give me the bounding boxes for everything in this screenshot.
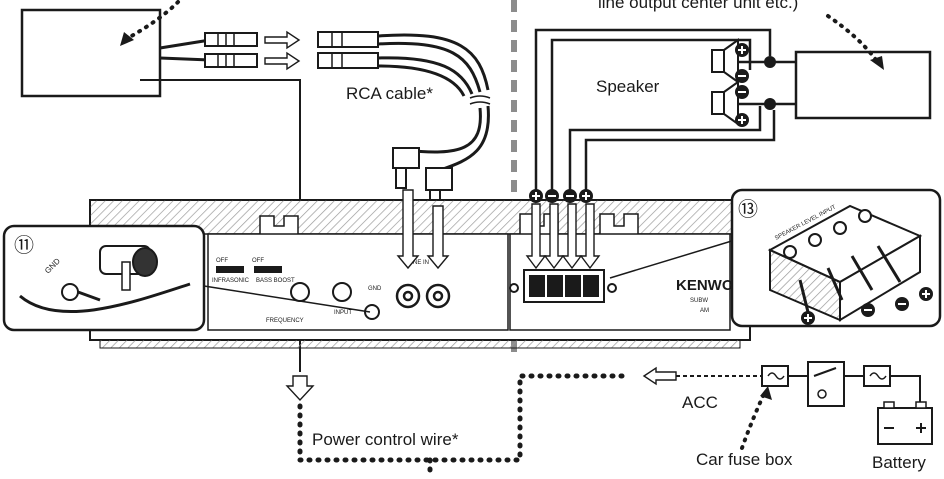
bass-boost-switch[interactable] — [254, 266, 282, 273]
power-control-wire-label: Power control wire* — [312, 430, 459, 449]
speaker-input-block[interactable] — [509, 269, 617, 303]
input-knob[interactable] — [332, 282, 352, 302]
top-right-caption: line output center unit etc.) — [598, 0, 798, 12]
fuse-symbol — [767, 372, 785, 380]
head-unit-box — [20, 8, 162, 98]
line-in-label: LINE IN — [408, 260, 429, 266]
minus-terminal-icon — [563, 189, 577, 203]
fuse-symbol-2 — [869, 372, 887, 380]
off-label-2: OFF — [252, 258, 264, 264]
battery-wire — [890, 375, 921, 404]
off-label-1: OFF — [216, 258, 228, 264]
speaker-wires — [534, 28, 796, 196]
bass-boost-label: BASS BOOST — [256, 278, 295, 284]
callout-13-panel — [730, 188, 942, 328]
acc-label: ACC — [682, 393, 718, 412]
output-unit-pointer-arrowhead — [870, 56, 884, 70]
plus-terminal-icon — [529, 189, 543, 203]
rca-plugs — [392, 147, 453, 207]
key-icon — [817, 389, 827, 399]
gnd-terminal[interactable] — [364, 304, 380, 320]
callout-13-polarity — [801, 287, 933, 325]
car-fuse-icon — [761, 365, 789, 387]
polarity-icons — [529, 43, 749, 203]
car-fuse-box-label: Car fuse box — [696, 450, 793, 469]
brand-label: KENWO — [676, 277, 734, 294]
callout-13-leader — [609, 239, 736, 279]
battery-icon — [877, 401, 933, 445]
infrasonic-switch[interactable] — [216, 266, 244, 273]
infrasonic-label: INFRASONIC — [212, 278, 250, 284]
brand-sub-2: AM — [700, 308, 709, 314]
plus-terminal-icon — [801, 311, 815, 325]
minus-terminal-icon — [735, 69, 749, 83]
acc-arrow-icon — [642, 366, 677, 386]
minus-terminal-icon — [735, 85, 749, 99]
minus-terminal-icon — [895, 297, 909, 311]
switch-lever — [813, 367, 837, 377]
head-unit-pointer-arrowhead — [120, 32, 134, 46]
callout-11-number: ⑪ — [14, 234, 34, 257]
ignition-switch-icon — [807, 361, 845, 407]
input-label: INPUT — [334, 310, 352, 316]
rca-cable-label: RCA cable* — [346, 84, 433, 103]
gnd-panel-label: GND — [368, 286, 382, 292]
minus-terminal-icon — [861, 303, 875, 317]
speaker-label: Speaker — [596, 77, 660, 96]
cable-break — [469, 95, 491, 105]
wire-junction-top — [764, 56, 776, 68]
minus-terminal-icon — [545, 189, 559, 203]
plus-terminal-icon — [579, 189, 593, 203]
line-in-jacks[interactable] — [395, 283, 451, 309]
speaker-icons — [711, 38, 739, 126]
callout-11-panel — [2, 224, 371, 332]
battery-fuse-icon — [863, 365, 891, 387]
callout-13-number: ⑬ — [738, 198, 758, 221]
plus-terminal-icon — [919, 287, 933, 301]
plus-terminal-icon — [735, 43, 749, 57]
rca-arrow-icons — [264, 30, 301, 71]
rca-cable-left — [159, 31, 490, 97]
power-dotted-path — [297, 373, 627, 463]
rca-cable-lower — [403, 105, 490, 172]
line-output-unit-box — [794, 50, 932, 120]
speaker-insert-arrows — [525, 203, 601, 270]
frequency-label: FREQUENCY — [266, 318, 304, 324]
wire-junction-bottom — [764, 98, 776, 110]
plus-terminal-icon — [735, 113, 749, 127]
fuse-box-dotted-pointer — [740, 392, 766, 450]
output-unit-pointer — [826, 14, 878, 62]
brand-sub-1: SUBW — [690, 298, 708, 304]
power-wire-arrow-icon — [285, 375, 315, 402]
rca-insert-arrows — [396, 189, 450, 270]
battery-label: Battery — [872, 453, 926, 472]
fuse-box-pointer-arrowhead — [760, 386, 772, 400]
head-unit-pointer — [126, 0, 180, 40]
frequency-knob[interactable] — [290, 282, 310, 302]
